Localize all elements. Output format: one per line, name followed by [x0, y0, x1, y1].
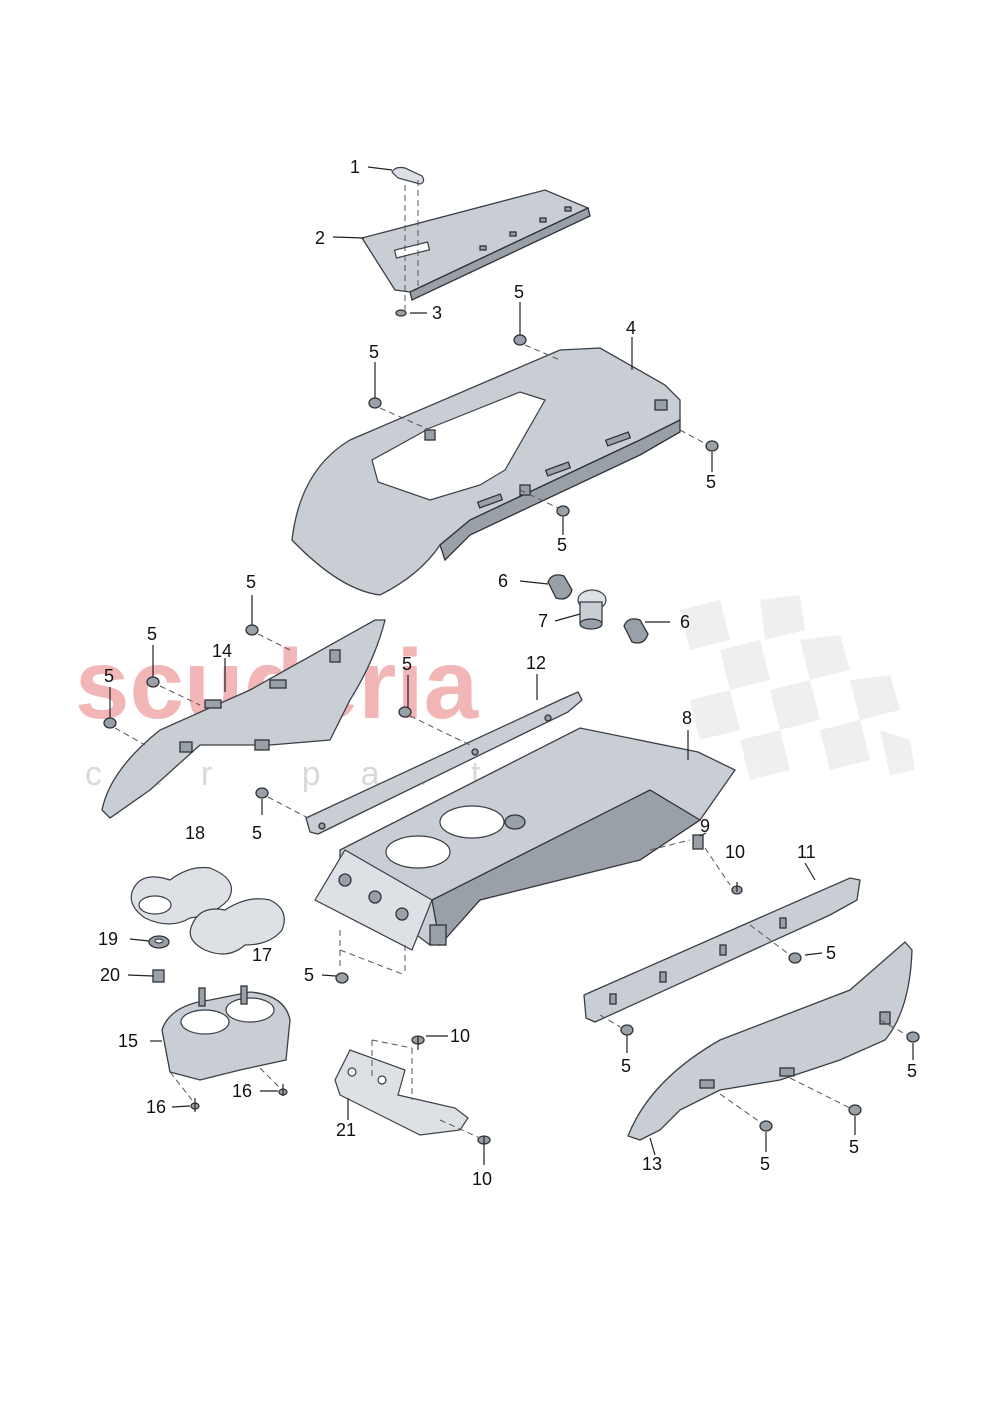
part-5-screw — [245, 624, 259, 636]
callout-8: 8 — [682, 708, 692, 728]
part-19-nut — [148, 935, 170, 949]
part-11-right-trim-strip — [583, 877, 861, 1023]
callout-10-b: 10 — [450, 1026, 470, 1046]
part-5-screw — [906, 1031, 920, 1043]
callout-6-a: 6 — [498, 571, 508, 591]
part-21-mounting-bracket — [334, 1049, 469, 1136]
callout-1: 1 — [350, 157, 360, 177]
part-3-washer — [395, 309, 407, 317]
callout-5-j: 5 — [826, 943, 836, 963]
part-5-screw — [103, 717, 117, 729]
callout-4: 4 — [626, 318, 636, 338]
callout-10-a: 10 — [725, 842, 745, 862]
callout-17: 17 — [252, 945, 272, 965]
callout-5-a: 5 — [514, 282, 524, 302]
callout-16-a: 16 — [232, 1081, 252, 1101]
callout-5-o: 5 — [760, 1154, 770, 1174]
part-16-screw-b — [278, 1084, 288, 1096]
callout-5-b: 5 — [369, 342, 379, 362]
part-5-screw — [368, 397, 382, 409]
part-12-trim-strip — [305, 691, 583, 835]
callout-5-d: 5 — [557, 535, 567, 555]
part-10-screw-a — [731, 882, 743, 895]
part-20-clip — [152, 969, 165, 983]
part-4-upper-console-trim — [291, 347, 681, 596]
callout-5-l: 5 — [621, 1056, 631, 1076]
part-16-screw-a — [190, 1098, 200, 1112]
callout-12: 12 — [526, 653, 546, 673]
part-5-screw — [705, 440, 719, 452]
callout-5-g: 5 — [104, 666, 114, 686]
callout-20: 20 — [100, 965, 120, 985]
part-5-screw — [620, 1024, 634, 1036]
part-9-clip — [692, 834, 704, 850]
part-5-screw — [398, 706, 412, 718]
callout-18: 18 — [185, 823, 205, 843]
callout-2: 2 — [315, 228, 325, 248]
callout-7: 7 — [538, 611, 548, 631]
callout-13: 13 — [642, 1154, 662, 1174]
part-5-screw — [848, 1104, 862, 1116]
leader-lines — [109, 166, 914, 1165]
callout-14: 14 — [212, 641, 232, 661]
callout-5-n: 5 — [849, 1137, 859, 1157]
part-2-storage-lid — [360, 189, 591, 301]
part-5-screw — [788, 952, 802, 964]
part-5-screw — [759, 1120, 773, 1132]
callout-5-m: 5 — [907, 1061, 917, 1081]
part-5-screw — [513, 334, 527, 346]
part-5-screw — [335, 972, 349, 984]
part-5-screw-group — [103, 334, 920, 1132]
part-10-screw-c — [477, 1135, 491, 1150]
part-13-right-side-trim — [627, 941, 913, 1141]
callout-19: 19 — [98, 929, 118, 949]
part-17-cup-holder-mat — [189, 898, 285, 955]
callout-labels: 1 2 3 4 5 5 5 5 6 7 6 5 5 14 5 5 12 8 5 … — [98, 157, 917, 1189]
part-8-center-console-housing — [314, 727, 736, 951]
part-5-screw — [556, 505, 570, 517]
watermark: scuderia car parts — [75, 595, 915, 793]
callout-3: 3 — [432, 303, 442, 323]
part-7-switch — [577, 589, 607, 630]
checkered-flag-logo — [680, 595, 915, 780]
callout-10-c: 10 — [472, 1169, 492, 1189]
part-14-left-side-trim — [101, 619, 386, 819]
part-15-cup-holder-insert — [161, 985, 291, 1081]
callout-9: 9 — [700, 816, 710, 836]
callout-5-h: 5 — [402, 654, 412, 674]
part-6-cover-cap-left — [547, 574, 573, 600]
callout-5-i: 5 — [252, 823, 262, 843]
part-1-handle — [391, 166, 425, 185]
callout-5-f: 5 — [147, 624, 157, 644]
callout-5-c: 5 — [706, 472, 716, 492]
callout-5-e: 5 — [246, 572, 256, 592]
assembly-lines — [114, 344, 908, 1139]
callout-5-k: 5 — [304, 965, 314, 985]
callout-15: 15 — [118, 1031, 138, 1051]
callout-6-b: 6 — [680, 612, 690, 632]
part-5-screw — [255, 787, 269, 799]
callout-21: 21 — [336, 1120, 356, 1140]
part-6-cover-cap-right — [623, 618, 649, 644]
callout-11: 11 — [797, 842, 816, 862]
part-5-screw — [146, 676, 160, 688]
callout-16-b: 16 — [146, 1097, 166, 1117]
part-10-screw-b — [411, 1035, 425, 1050]
